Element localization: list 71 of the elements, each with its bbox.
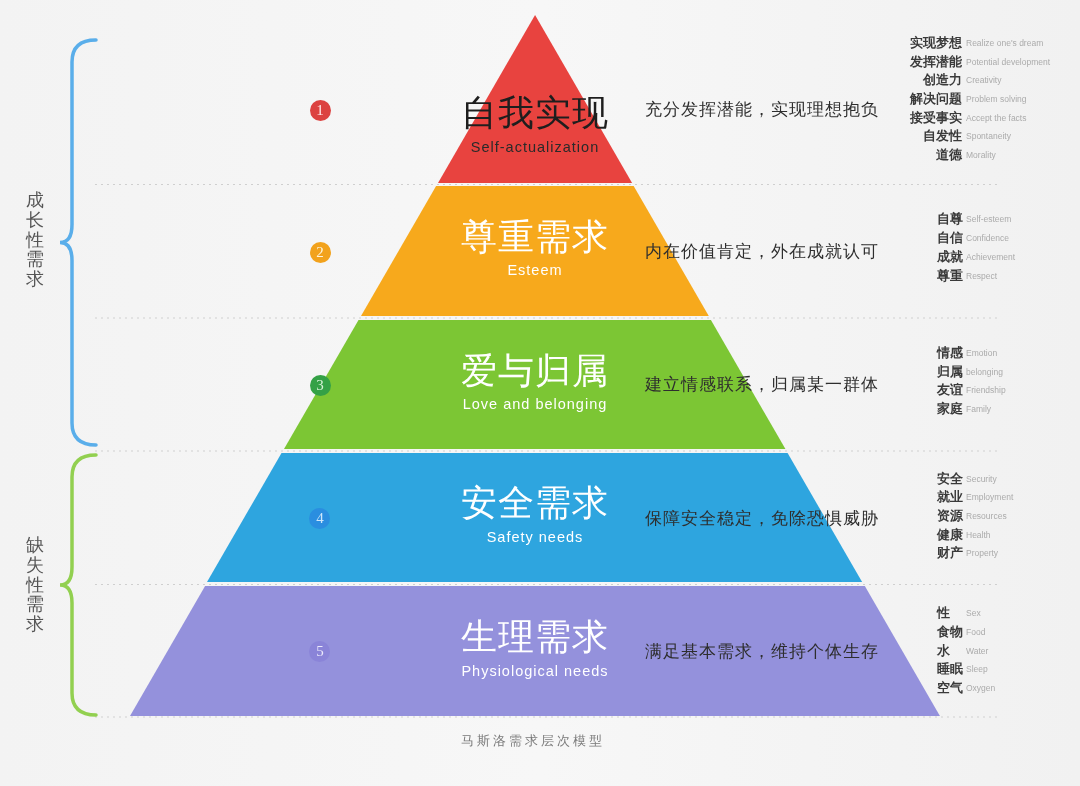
need-item-english: Sex	[966, 607, 981, 619]
need-item: 健康	[937, 527, 963, 543]
need-item: 自信	[937, 230, 963, 246]
pyramid-tier	[207, 453, 863, 582]
pyramid-tier	[284, 320, 786, 449]
need-item-english: Property	[966, 547, 999, 559]
tier-title: 尊重需求	[461, 217, 609, 257]
need-item: 发挥潜能	[910, 54, 962, 70]
need-item-english: Spontaneity	[966, 130, 1011, 142]
need-item: 归属	[937, 364, 963, 380]
tier-title: 生理需求	[461, 617, 609, 657]
need-item-english: Problem solving	[966, 93, 1027, 105]
need-item-english: Health	[966, 529, 991, 541]
need-item: 水	[937, 643, 950, 659]
need-item-english: Emotion	[966, 347, 998, 359]
need-item: 尊重	[937, 268, 963, 284]
tier-subtitle: Physiological needs	[461, 664, 609, 680]
need-item-english: Creativity	[966, 74, 1002, 86]
need-item-english: Respect	[966, 270, 998, 282]
need-item-english: Friendship	[966, 384, 1006, 396]
need-item: 就业	[937, 489, 963, 505]
need-item-english: Resources	[966, 510, 1007, 522]
need-item: 睡眠	[937, 661, 963, 677]
side-label: 缺失性需求	[26, 535, 44, 635]
need-item: 财产	[937, 545, 963, 561]
need-item: 自发性	[923, 128, 962, 144]
need-item: 性	[937, 605, 950, 621]
number-badge: 2	[309, 241, 331, 263]
need-item-english: Self-esteem	[966, 213, 1012, 225]
need-item: 资源	[937, 508, 963, 524]
need-item-english: Accept the facts	[966, 112, 1027, 124]
tier-description: 满足基本需求，维持个体生存	[645, 641, 879, 663]
need-item-english: Confidence	[966, 232, 1009, 244]
need-item: 接受事实	[910, 110, 962, 126]
pyramid-tier	[437, 15, 633, 183]
need-item: 情感	[937, 345, 963, 361]
need-item: 安全	[937, 471, 963, 487]
need-item: 成就	[937, 249, 963, 265]
tier-description: 充分发挥潜能，实现理想抱负	[645, 99, 879, 121]
need-item-english: Potential development	[966, 56, 1051, 68]
need-item-english: Family	[966, 403, 992, 415]
need-item-english: Morality	[966, 149, 996, 161]
need-item: 实现梦想	[910, 35, 962, 51]
need-item-english: Oxygen	[966, 682, 996, 694]
need-item-english: Sleep	[966, 663, 988, 675]
need-item-english: Achievement	[966, 251, 1016, 263]
need-item: 解决问题	[910, 91, 962, 107]
tier-subtitle: Self-actualization	[470, 140, 600, 156]
need-item: 道德	[936, 147, 962, 163]
need-item: 友谊	[937, 382, 963, 398]
need-item-english: Realize one's dream	[966, 37, 1044, 49]
tier-description: 保障安全稳定，免除恐惧威胁	[645, 508, 879, 530]
need-item-english: Employment	[966, 491, 1014, 503]
need-item-english: Water	[966, 645, 989, 657]
tier-subtitle: Esteem	[507, 263, 563, 279]
tier-title: 爱与归属	[461, 351, 609, 391]
number-badge: 1	[309, 99, 331, 121]
side-label: 成长性需求	[26, 190, 44, 290]
need-item: 家庭	[937, 401, 963, 417]
need-item: 创造力	[923, 72, 962, 88]
tier-title: 安全需求	[461, 483, 609, 523]
need-item-english: belonging	[966, 366, 1003, 378]
tier-subtitle: Love and belonging	[462, 397, 608, 413]
need-item-english: Food	[966, 626, 986, 638]
number-badge: 3	[309, 374, 331, 396]
need-item-english: Security	[966, 473, 997, 485]
caption: 马斯洛需求层次模型	[461, 732, 605, 750]
need-item: 空气	[937, 680, 963, 696]
tier-subtitle: Safety needs	[486, 530, 584, 546]
need-item: 自尊	[937, 211, 963, 227]
need-item: 食物	[937, 624, 963, 640]
